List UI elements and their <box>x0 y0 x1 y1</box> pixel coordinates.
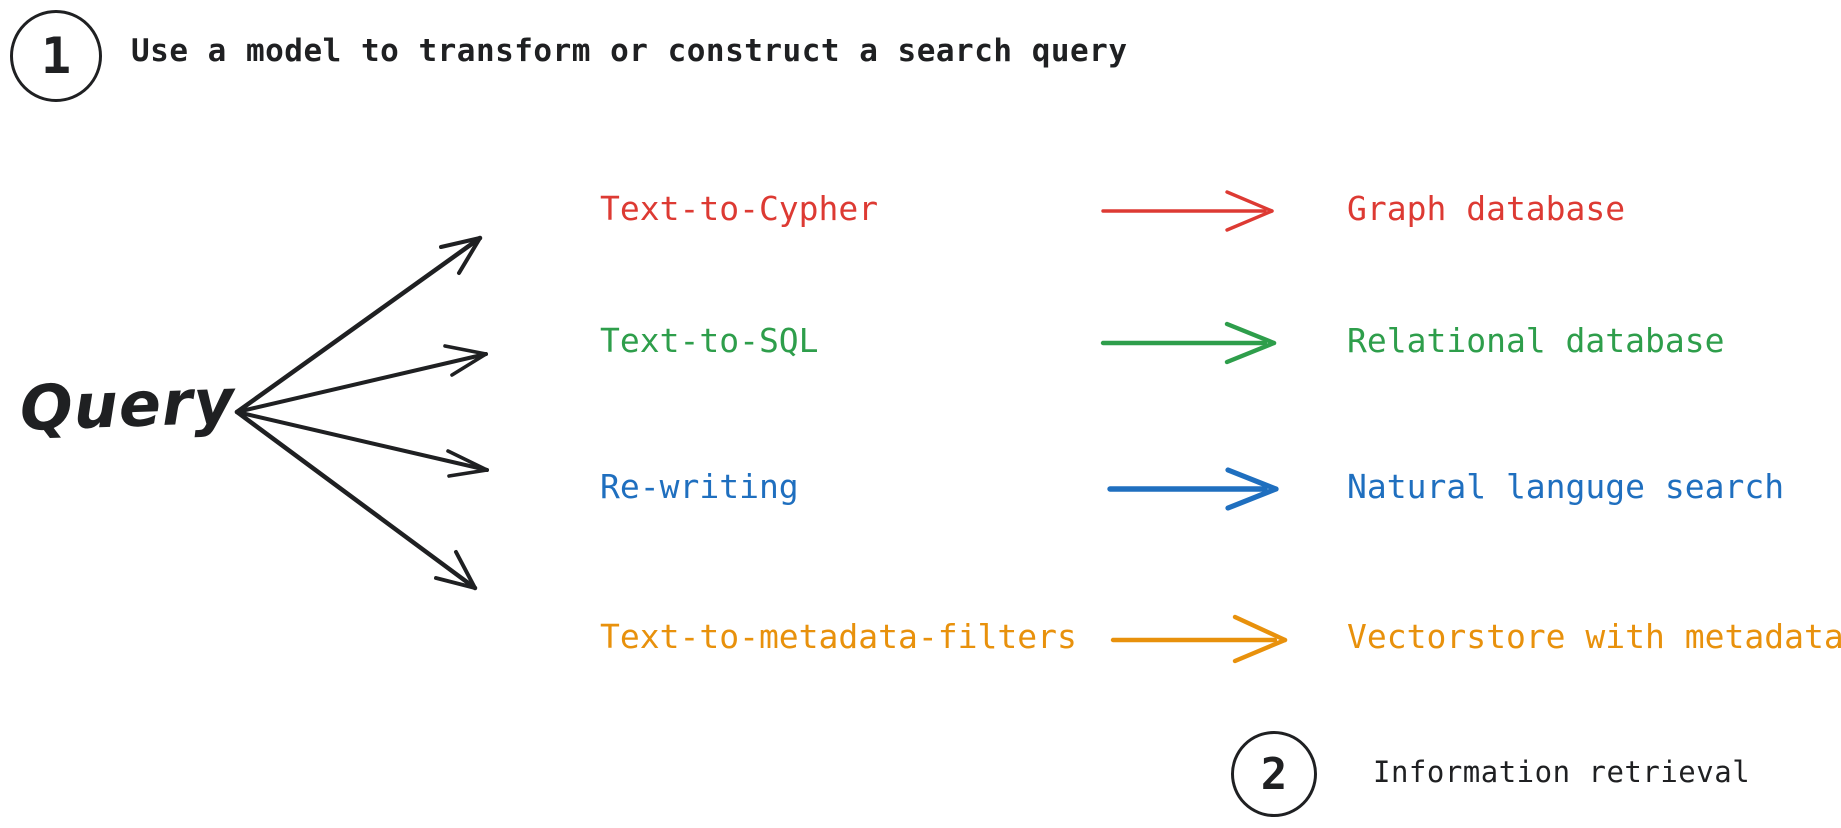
transform-label-text-to-cypher: Text-to-Cypher <box>600 189 879 228</box>
query-source-label: Query <box>18 364 237 445</box>
step-caption-2: Information retrieval <box>1373 755 1751 789</box>
step-badge-1: 1 <box>10 10 102 102</box>
connector-arrow-vectorstore <box>1110 614 1288 664</box>
connector-arrow-natural-language-search <box>1107 467 1279 511</box>
target-label-graph-database: Graph database <box>1347 189 1626 228</box>
target-label-natural-language-search: Natural languge search <box>1347 467 1785 506</box>
transform-label-text-to-metadata-filters: Text-to-metadata-filters <box>600 617 1077 656</box>
target-label-relational-database: Relational database <box>1347 321 1725 360</box>
fanout-arrows <box>234 235 489 591</box>
fanout-arrow-2 <box>235 344 488 414</box>
connector-arrow-relational-database <box>1100 321 1277 365</box>
transform-label-re-writing: Re-writing <box>600 467 799 506</box>
target-label-vectorstore-with-metadata: Vectorstore with metadata <box>1347 617 1841 656</box>
fanout-arrow-4 <box>234 409 478 591</box>
fanout-arrow-3 <box>235 410 489 478</box>
step-badge-2: 2 <box>1231 731 1317 817</box>
connector-arrow-graph-database <box>1101 190 1274 232</box>
fanout-arrow-1 <box>234 235 483 415</box>
transform-label-text-to-sql: Text-to-SQL <box>600 321 819 360</box>
step-caption-1: Use a model to transform or construct a … <box>131 33 1128 69</box>
